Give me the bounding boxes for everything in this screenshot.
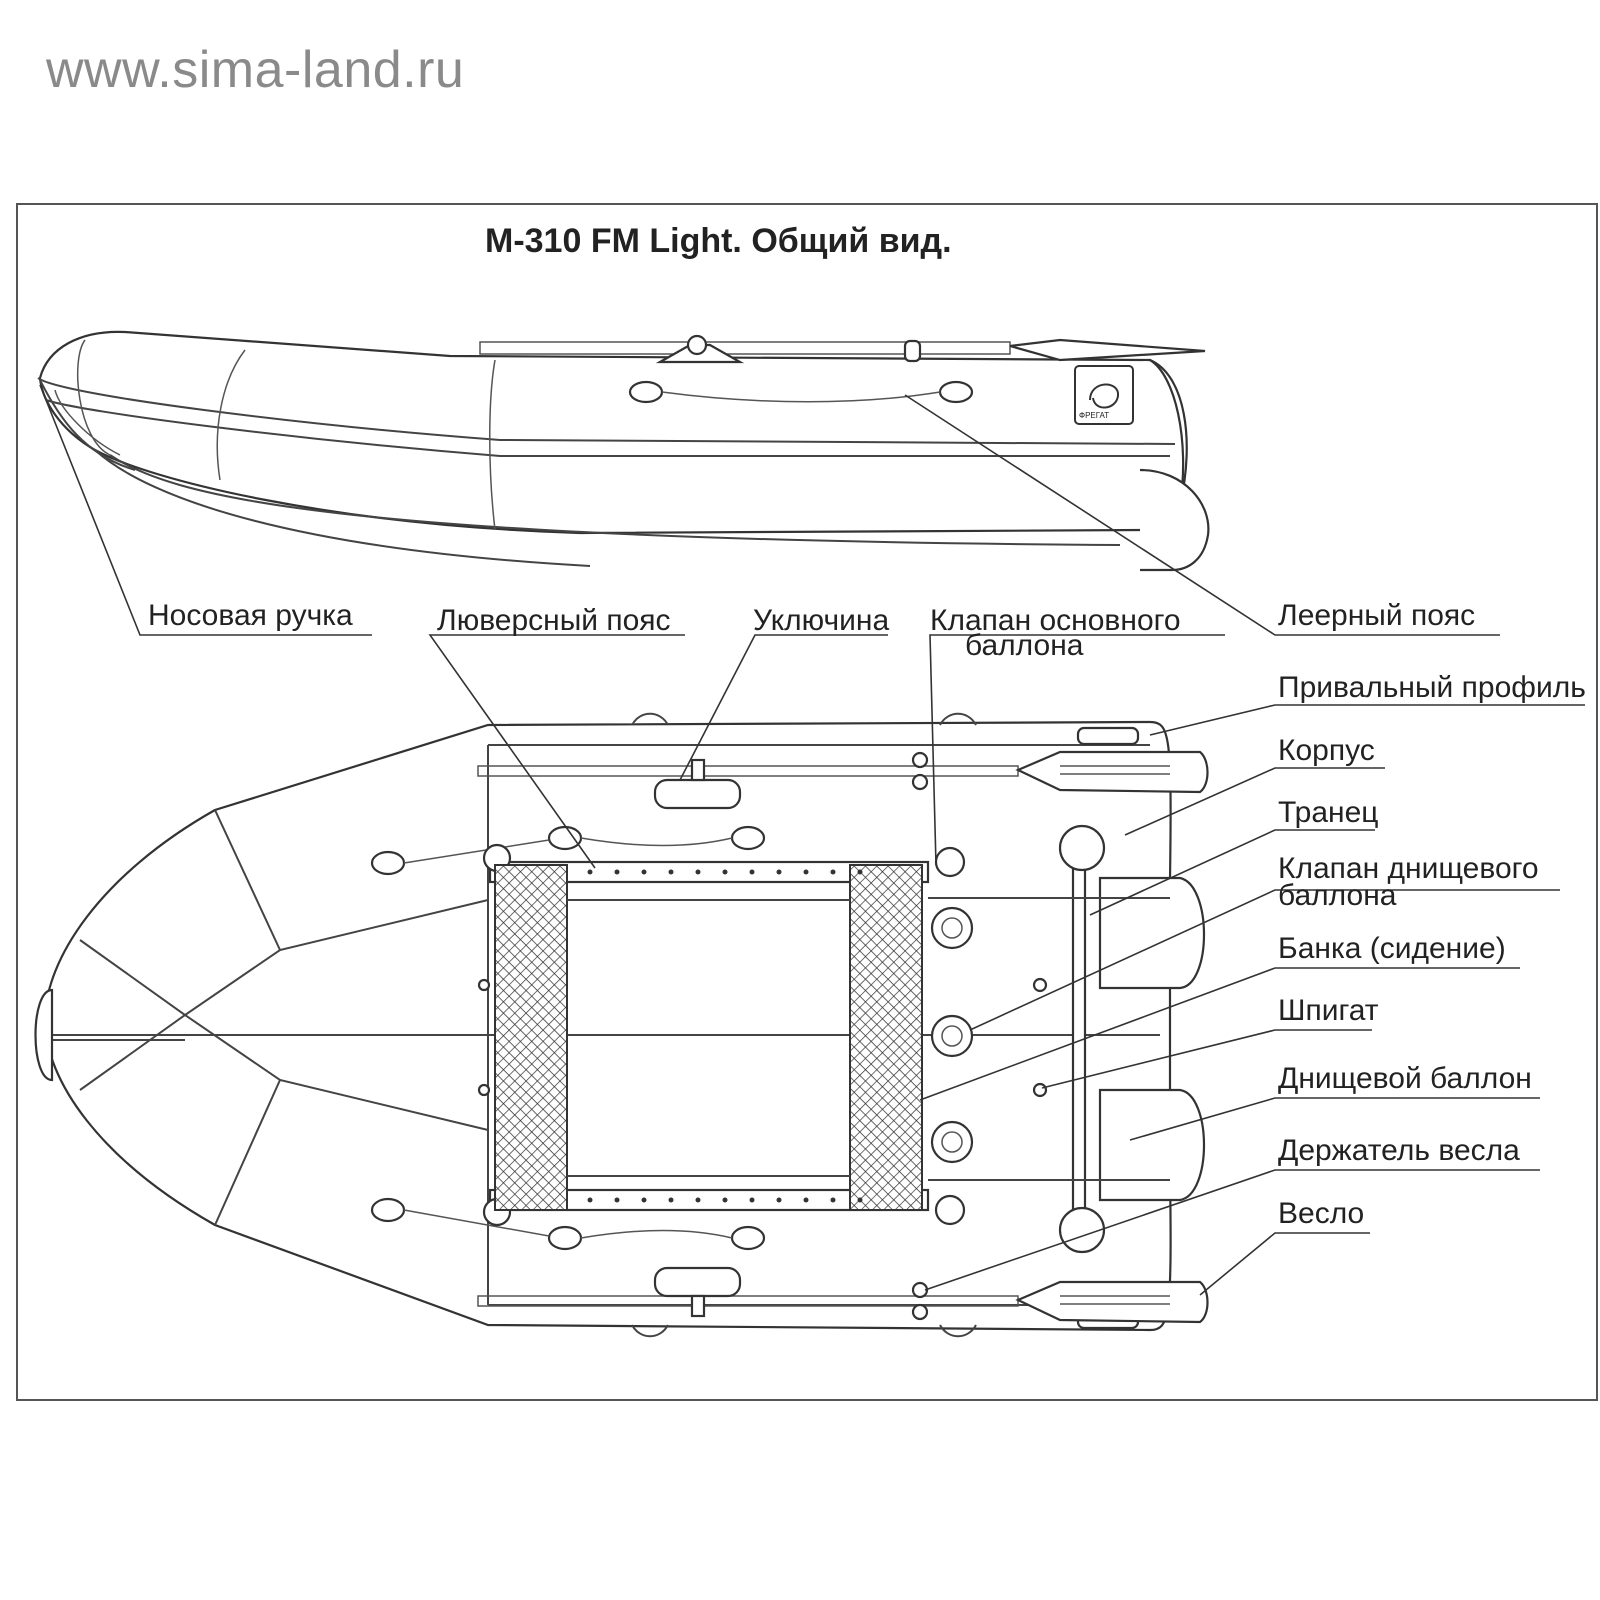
seat-rivet [614, 1197, 620, 1203]
label-oarlock: Уключина [753, 604, 889, 637]
brand-logo: ФРЕГАТ [1074, 365, 1134, 425]
seat-rivet [641, 1197, 647, 1203]
seat-rivet [587, 1197, 593, 1203]
label-oar: Весло [1278, 1197, 1364, 1230]
seat-rivet [587, 869, 593, 875]
label-lifeline: Леерный пояс [1278, 599, 1475, 632]
seat-rivet [776, 869, 782, 875]
label-scupper: Шпигат [1278, 994, 1379, 1027]
diagram-frame [16, 203, 1598, 1401]
label-main-valve-line1: Клапан основного [930, 604, 1181, 637]
label-oar-holder: Держатель весла [1278, 1134, 1520, 1167]
seat-rivet [614, 869, 620, 875]
top-view [34, 712, 1209, 1338]
seat-rivet [749, 1197, 755, 1203]
seat-rivet [830, 869, 836, 875]
leader-lines [39, 384, 1585, 1296]
svg-text:ФРЕГАТ: ФРЕГАТ [1079, 411, 1109, 420]
label-hull: Корпус [1278, 734, 1375, 767]
seat-rivet [722, 1197, 728, 1203]
label-bottom-valve-line1: Клапан днищевого [1278, 852, 1539, 885]
seat-rivet [695, 1197, 701, 1203]
label-transom: Транец [1278, 796, 1378, 829]
seat-rivet [803, 869, 809, 875]
label-rub-rail: Привальный профиль [1278, 671, 1586, 704]
label-main-valve-line2: баллона [965, 629, 1084, 662]
seat-rivet [722, 869, 728, 875]
seat-rivet [803, 1197, 809, 1203]
diagram-title: M-310 FM Light. Общий вид. [485, 222, 952, 260]
label-bottom-valve-line2: баллона [1278, 879, 1397, 912]
seat-rivet [776, 1197, 782, 1203]
seat-rivet [749, 869, 755, 875]
label-grommet-belt: Люверсный пояс [437, 604, 671, 637]
seat-rivet [641, 869, 647, 875]
side-view: ФРЕГАТ [37, 330, 1210, 572]
seat-rivet [830, 1197, 836, 1203]
seat-rivet [857, 869, 863, 875]
label-bottom-tube: Днищевой баллон [1278, 1062, 1532, 1095]
watermark: www.sima-land.ru [46, 41, 465, 99]
label-nose-handle: Носовая ручка [148, 599, 353, 632]
label-seat: Банка (сидение) [1278, 932, 1506, 965]
seat-rivet [668, 869, 674, 875]
seat-rivet [668, 1197, 674, 1203]
seat-rivet [695, 869, 701, 875]
seat-rivet [857, 1197, 863, 1203]
